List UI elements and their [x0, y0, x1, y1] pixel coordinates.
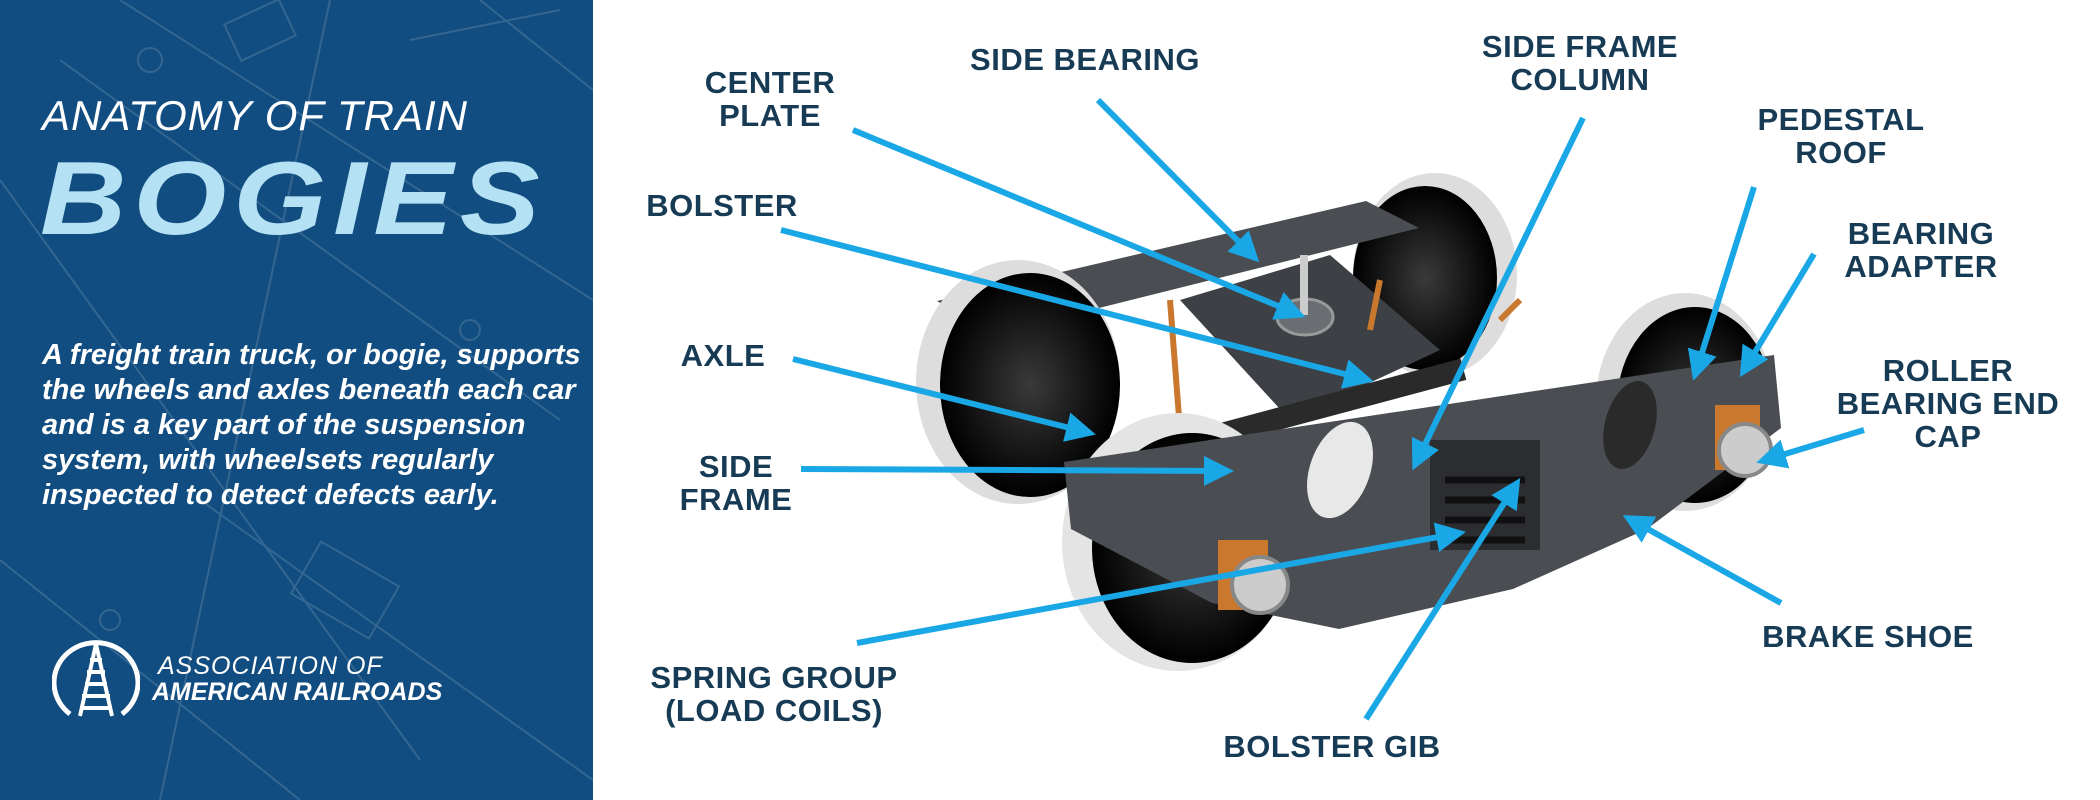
- page-title: BOGIES: [40, 141, 547, 257]
- label-axle: AXLE: [680, 338, 766, 373]
- label-bolster: BOLSTER: [646, 188, 798, 223]
- leader-bolster-gib: [1363, 477, 1521, 721]
- leader-pedestal-roof: [1687, 186, 1757, 381]
- org-name-line2: AMERICAN RAILROADS: [152, 678, 443, 706]
- aar-logo-icon: [52, 640, 140, 717]
- leader-roller-bearing-end-cap: [1756, 427, 1865, 469]
- org-name-line1: ASSOCIATION OF: [158, 652, 383, 680]
- label-side-bearing: SIDE BEARING: [970, 42, 1200, 77]
- leader-side-frame: [800, 455, 1234, 486]
- kicker-heading: ANATOMY OF TRAIN: [42, 92, 468, 139]
- description: A freight train truck, or bogie, support…: [42, 339, 581, 511]
- leader-spring-group: [856, 522, 1466, 646]
- leader-brake-shoe: [1622, 515, 1783, 606]
- leader-bolster: [780, 227, 1374, 389]
- leader-side-bearing: [1095, 97, 1260, 263]
- label-brake-shoe: BRAKE SHOE: [1762, 619, 1974, 654]
- end-cap-front-right: [1717, 422, 1773, 478]
- bogie-illustration: [916, 173, 1781, 671]
- label-bolster-gib: BOLSTER GIB: [1223, 729, 1441, 764]
- blueprint-background: [0, 0, 593, 800]
- label-spring-group: SPRING GROUP(LOAD COILS): [650, 660, 898, 728]
- leader-side-frame-column: [1411, 116, 1586, 471]
- leader-center-plate: [851, 127, 1306, 320]
- leader-axle: [792, 356, 1096, 442]
- info-panel: ANATOMY OF TRAIN BOGIES A freight train …: [0, 0, 593, 800]
- leader-lines: [780, 97, 1865, 721]
- leader-bearing-adapter: [1739, 252, 1817, 378]
